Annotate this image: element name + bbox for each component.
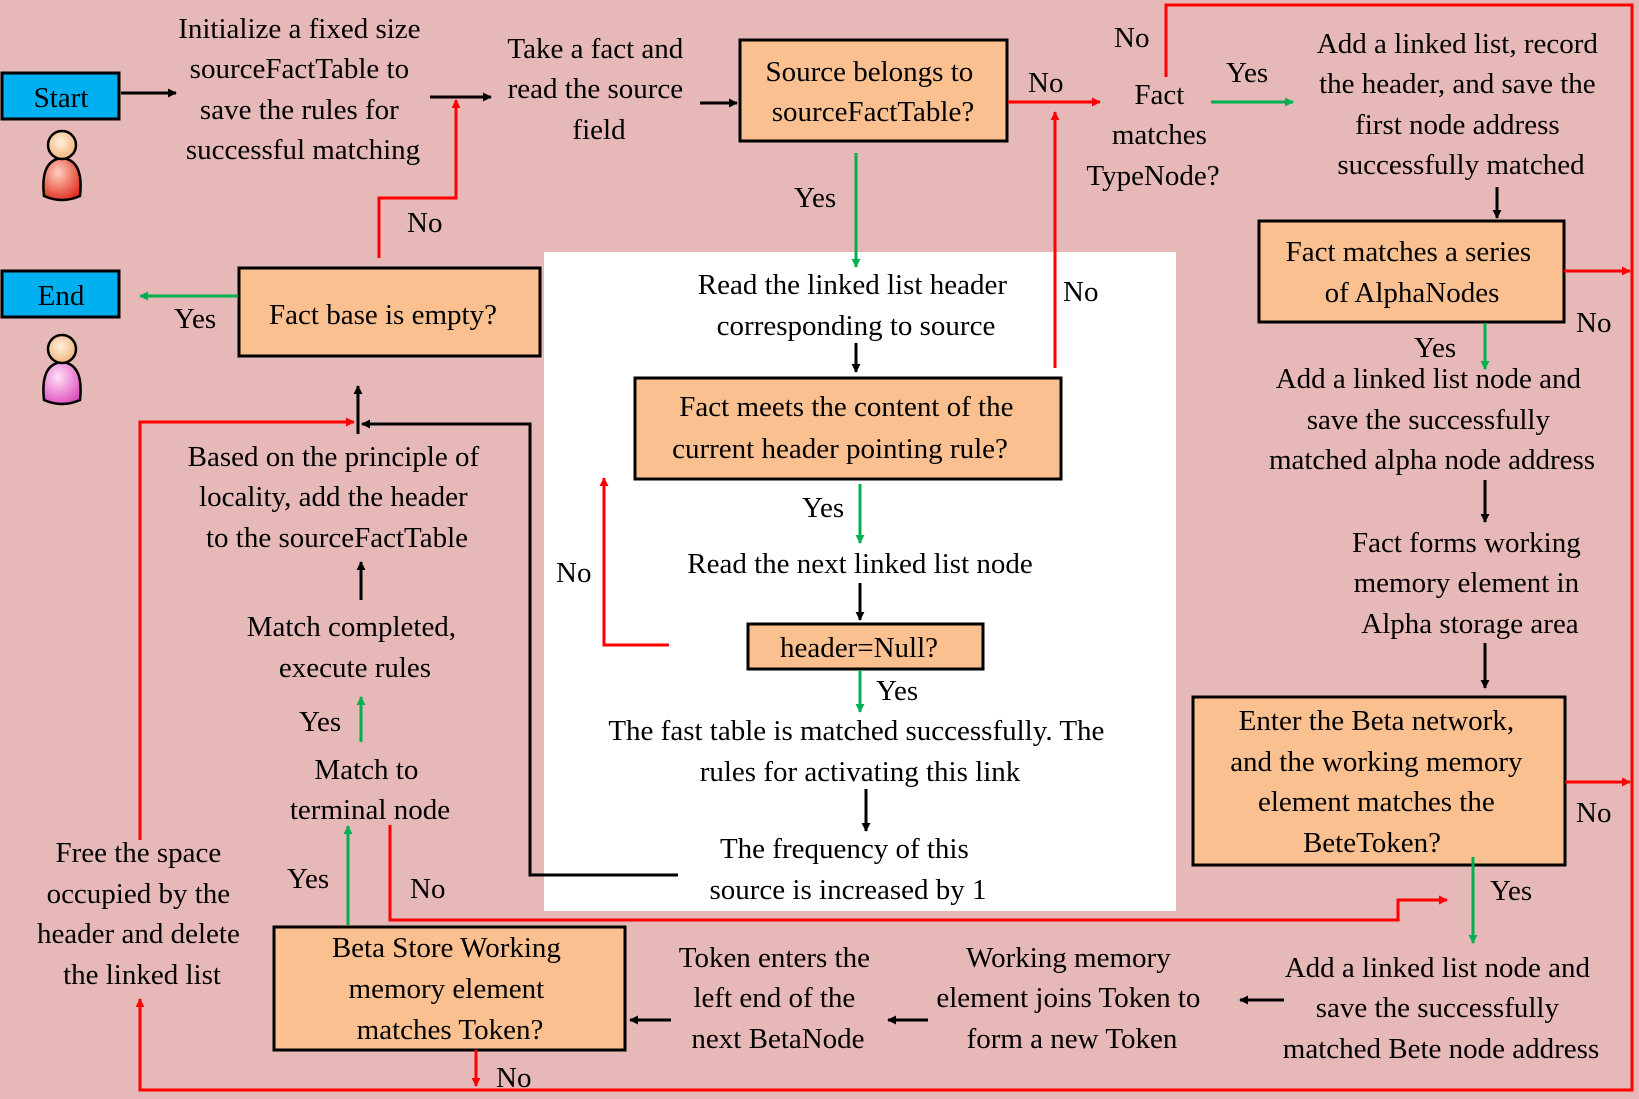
arrows-yes — [139, 97, 1490, 944]
edge-label-yes: Yes — [802, 492, 844, 524]
end-terminal: End — [0, 269, 121, 319]
edge-label-no: No — [1576, 797, 1611, 829]
label-source-belongs: Source belongs to sourceFactTable? — [765, 56, 980, 128]
label-header-null: header=Null? — [780, 632, 938, 664]
edge-label-yes: Yes — [287, 863, 329, 895]
label-enter-beta: Enter the Beta network, and the working … — [1230, 705, 1530, 859]
edge-label-no: No — [1028, 67, 1063, 99]
text-match-completed: Match completed, execute rules — [247, 611, 464, 684]
label-beta-store: Beta Store Working memory element matche… — [332, 932, 568, 1046]
center-panel — [544, 252, 1176, 911]
box-fact-base-empty — [237, 266, 542, 358]
arrows-plain — [121, 88, 1502, 1025]
edge-label-yes: Yes — [299, 706, 341, 738]
text-token-enters: Token enters the left end of the next Be… — [679, 942, 877, 1055]
edge-label-yes: Yes — [1226, 57, 1268, 89]
text-add-linked-list: Add a linked list, record the header, an… — [1317, 28, 1605, 181]
edge-labels: No No Yes Yes No No Yes No Yes Yes No Ye… — [174, 22, 1611, 1094]
text-free-space: Free the space occupied by the header an… — [37, 837, 247, 991]
text-match-terminal: Match to terminal node — [290, 754, 450, 826]
box-enter-beta — [1191, 695, 1567, 867]
box-source-belongs — [738, 38, 1009, 143]
text-initialize: Initialize a fixed size sourceFactTable … — [178, 13, 428, 166]
start-terminal: Start — [0, 71, 121, 121]
edge-label-no: No — [1576, 307, 1611, 339]
text-wm-joins: Working memory element joins Token to fo… — [936, 942, 1207, 1055]
text-take-fact: Take a fact and read the source field — [507, 33, 690, 146]
text-add-alpha-node: Add a linked list node and save the succ… — [1269, 363, 1595, 476]
box-header-null — [746, 622, 985, 671]
edge-label-yes: Yes — [1490, 875, 1532, 907]
edge-label-yes: Yes — [174, 303, 216, 335]
edge-label-no: No — [1063, 276, 1098, 308]
edge-label-yes: Yes — [876, 675, 918, 707]
person-red-icon — [42, 129, 82, 202]
box-fact-meets — [633, 376, 1063, 481]
person-pink-icon — [42, 333, 82, 406]
arrows-no — [135, 3, 1634, 1092]
text-frequency: The frequency of this source is increase… — [709, 833, 986, 906]
text-read-header: Read the linked list header correspondin… — [698, 269, 1014, 342]
text-read-next: Read the next linked list node — [687, 548, 1033, 580]
edge-label-no: No — [1114, 22, 1149, 54]
end-label: End — [38, 280, 85, 312]
box-beta-store — [272, 925, 627, 1052]
text-fact-matches-typenode: Fact matches TypeNode? — [1086, 79, 1219, 192]
edge-label-no: No — [496, 1062, 531, 1094]
edge-label-no: No — [556, 557, 591, 589]
edge-label-no: No — [410, 873, 445, 905]
label-fact-base-empty: Fact base is empty? — [269, 299, 497, 331]
text-add-bete-node: Add a linked list node and save the succ… — [1283, 952, 1599, 1065]
text-based-locality: Based on the principle of locality, add … — [188, 441, 487, 554]
text-fast-table: The fast table is matched successfully. … — [608, 715, 1111, 788]
edge-label-yes: Yes — [794, 182, 836, 214]
edge-label-no: No — [407, 207, 442, 239]
label-fact-meets: Fact meets the content of the current he… — [672, 391, 1021, 465]
box-fact-matches-alpha — [1257, 219, 1566, 324]
edge-label-yes: Yes — [1414, 332, 1456, 364]
start-label: Start — [34, 82, 89, 114]
text-fact-forms: Fact forms working memory element in Alp… — [1352, 527, 1588, 640]
label-fact-matches-alpha: Fact matches a series of AlphaNodes — [1286, 236, 1539, 309]
